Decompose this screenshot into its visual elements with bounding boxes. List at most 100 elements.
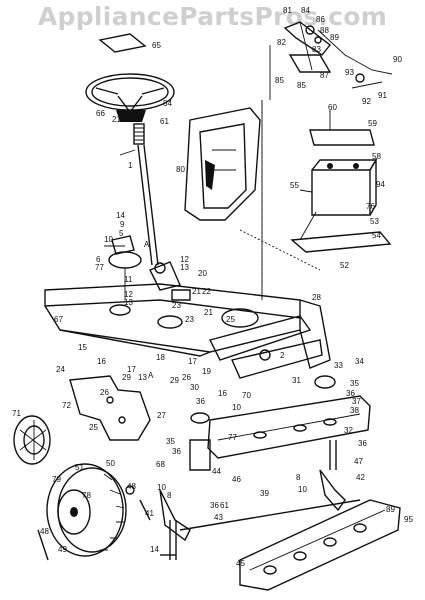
- part-number-label: 29: [122, 373, 131, 382]
- battery: [290, 110, 392, 253]
- part-number-label: 70: [242, 391, 251, 400]
- part-number-label: 5: [119, 229, 124, 238]
- part-number-label: 89: [330, 33, 339, 42]
- part-number-label: 41: [145, 509, 154, 518]
- part-number-label: 68: [156, 460, 165, 469]
- part-number-label: 8: [296, 473, 301, 482]
- part-number-label: 20: [198, 269, 207, 278]
- part-number-label: 51: [75, 463, 84, 472]
- part-number-label: 89: [386, 505, 395, 514]
- part-number-label: 95: [404, 515, 413, 524]
- right-spindle: [319, 440, 346, 512]
- part-number-label: 42: [356, 473, 365, 482]
- axle-support: [239, 499, 401, 591]
- part-number-label: 28: [312, 293, 321, 302]
- part-number-label: 13: [180, 263, 189, 272]
- steering-wheel: [85, 33, 175, 122]
- part-number-label: 82: [277, 38, 286, 47]
- part-number-label: 77: [228, 433, 237, 442]
- part-number-label: 49: [58, 545, 67, 554]
- part-number-label: 66: [96, 109, 105, 118]
- part-number-label: 10: [157, 483, 166, 492]
- part-number-label: 60: [328, 103, 337, 112]
- exploded-view-drawing: [13, 21, 401, 591]
- part-number-label: 9: [120, 220, 125, 229]
- part-number-label: 18: [156, 353, 165, 362]
- part-number-label: 48: [40, 527, 49, 536]
- part-number-label: 12: [124, 290, 133, 299]
- side-bracket: [69, 375, 151, 441]
- part-number-label: 17: [127, 365, 136, 374]
- part-number-label: 85: [297, 81, 306, 90]
- part-number-label: 21: [192, 287, 201, 296]
- part-number-label: 90: [393, 55, 402, 64]
- part-number-label: 31: [292, 376, 301, 385]
- part-number-label: 61: [220, 501, 229, 510]
- part-number-label: 81: [283, 6, 292, 15]
- part-number-label: 25: [89, 423, 98, 432]
- part-number-label: 21: [204, 308, 213, 317]
- main-frame: [44, 283, 331, 379]
- part-number-label: 38: [350, 406, 359, 415]
- part-number-label: 93: [345, 68, 354, 77]
- part-number-label: 58: [372, 152, 381, 161]
- part-number-label: 11: [124, 275, 133, 284]
- seat: [184, 107, 261, 221]
- part-number-label: 1: [128, 161, 133, 170]
- part-number-label: 36: [346, 389, 355, 398]
- part-number-label: 47: [354, 457, 363, 466]
- part-number-label: 10: [104, 235, 113, 244]
- part-number-label: 71: [12, 409, 21, 418]
- part-number-label: 12: [180, 255, 189, 264]
- part-number-label: 39: [260, 489, 269, 498]
- part-number-label: 83: [312, 45, 321, 54]
- part-number-label: 85: [275, 76, 284, 85]
- part-number-label: 52: [340, 261, 349, 270]
- part-number-label: 80: [176, 165, 185, 174]
- part-number-label: A: [148, 371, 154, 380]
- part-number-label: 16: [218, 389, 227, 398]
- part-number-label: 36: [358, 439, 367, 448]
- part-number-label: 30: [190, 383, 199, 392]
- part-number-label: 50: [106, 459, 115, 468]
- part-number-label: 35: [350, 379, 359, 388]
- part-number-label: 24: [56, 365, 65, 374]
- part-number-label: 87: [320, 71, 329, 80]
- part-number-label: 61: [160, 117, 169, 126]
- part-number-label: 79: [52, 475, 61, 484]
- part-number-label: 54: [372, 231, 381, 240]
- part-number-label: 19: [202, 367, 211, 376]
- part-number-label: 34: [355, 357, 364, 366]
- part-number-label: 65: [152, 41, 161, 50]
- part-number-label: 27: [157, 411, 166, 420]
- part-number-label: 72: [62, 401, 71, 410]
- part-number-label: 21: [112, 115, 121, 124]
- part-number-label: 36: [210, 501, 219, 510]
- part-number-label: 25: [226, 315, 235, 324]
- part-number-label: 23: [185, 315, 194, 324]
- steering-shaft: [119, 123, 159, 266]
- part-number-label: 23: [172, 301, 181, 310]
- part-number-label: 43: [214, 513, 223, 522]
- part-number-label: 88: [320, 26, 329, 35]
- part-number-label: 46: [232, 475, 241, 484]
- part-number-label: 29: [170, 376, 179, 385]
- part-number-label: 53: [370, 217, 379, 226]
- part-number-label: 84: [301, 6, 310, 15]
- part-number-label: 59: [368, 119, 377, 128]
- part-number-label: 26: [100, 388, 109, 397]
- throttle-control-assembly: [261, 21, 393, 300]
- part-number-label: 2: [280, 351, 285, 360]
- reference-lines: [239, 100, 321, 300]
- part-number-label: 8: [167, 491, 172, 500]
- part-number-label: 13: [138, 373, 147, 382]
- part-number-label: 13: [124, 298, 133, 307]
- part-number-label: 17: [188, 357, 197, 366]
- part-number-label: 32: [344, 426, 353, 435]
- steering-gear-assembly: [104, 235, 191, 301]
- part-number-label: 36: [172, 447, 181, 456]
- front-wheel: [37, 463, 127, 561]
- part-number-label: 48: [127, 482, 136, 491]
